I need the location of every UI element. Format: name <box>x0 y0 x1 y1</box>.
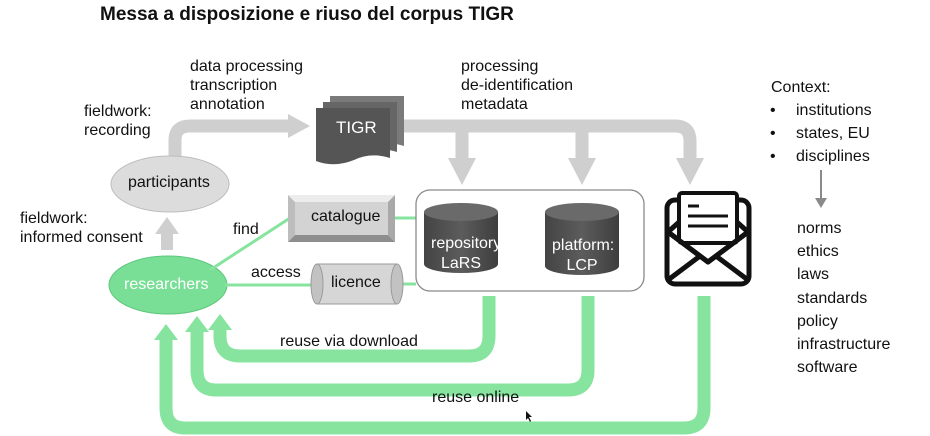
access-label: access <box>251 264 301 281</box>
down-arrow-icon <box>815 170 827 208</box>
outcome-item: policy <box>797 312 838 330</box>
reuse-download-label: reuse via download <box>280 333 418 350</box>
reuse-online-label: reuse online <box>432 389 520 406</box>
licence-scroll <box>310 263 404 305</box>
arrowhead-to-repository <box>448 158 476 185</box>
context-item: •disciplines <box>770 148 870 165</box>
participants-node <box>110 155 230 213</box>
tigr-document-stack <box>316 96 404 165</box>
flow-tigr-to-outputs <box>398 119 697 160</box>
context-item: •institutions <box>770 102 872 119</box>
flow-reuse-platform <box>190 296 595 397</box>
platform-label: platform: LCP <box>552 237 615 274</box>
arrowhead-to-envelope <box>676 158 704 185</box>
platform-cylinder <box>545 203 619 275</box>
outcomes-list: norms ethics laws standards policy infra… <box>797 217 890 379</box>
flow-reuse-download <box>213 296 496 363</box>
arrowhead-to-platform <box>568 158 596 185</box>
repository-label: repository: LaRS <box>431 235 506 272</box>
arrowhead-reuse-download <box>208 314 232 330</box>
outcome-item: laws <box>797 266 830 284</box>
outcome-item: ethics <box>797 243 839 261</box>
data-processing-label: data processing transcription annotation <box>190 58 303 113</box>
outcome-item: infrastructure <box>797 335 891 353</box>
link-find <box>209 216 291 272</box>
outcome-item: norms <box>797 220 842 237</box>
context-list: •institutions •states, EU •disciplines <box>770 99 872 168</box>
outcome-item: standards <box>797 289 868 307</box>
repository-cylinder <box>424 203 498 273</box>
arrowhead-reuse-platform <box>185 316 209 332</box>
flow-participants-to-tigr <box>168 119 290 167</box>
processing-label: processing de-identification metadata <box>461 58 574 113</box>
envelope-icon <box>664 191 752 287</box>
researchers-label: researchers <box>124 276 209 293</box>
participants-label: participants <box>128 174 210 191</box>
licence-label: licence <box>331 274 381 291</box>
arrowhead-to-tigr <box>288 114 310 138</box>
arrowhead-to-participants <box>155 217 179 234</box>
cursor-icon <box>526 411 532 422</box>
find-label: find <box>233 221 259 238</box>
catalogue-label: catalogue <box>311 208 381 225</box>
fieldwork-recording-label: fieldwork: recording <box>84 103 152 139</box>
fieldwork-consent-label: fieldwork: informed consent <box>20 210 143 246</box>
tigr-label: TIGR <box>336 118 377 137</box>
flow-reuse-online <box>159 296 711 435</box>
outcome-item: software <box>797 359 858 377</box>
diagram-title: Messa a disposizione e riuso del corpus … <box>100 4 514 25</box>
context-item: •states, EU <box>770 125 870 142</box>
arrowhead-reuse-online <box>154 324 178 340</box>
catalogue-plate <box>288 195 395 242</box>
context-heading: Context: <box>771 79 831 96</box>
